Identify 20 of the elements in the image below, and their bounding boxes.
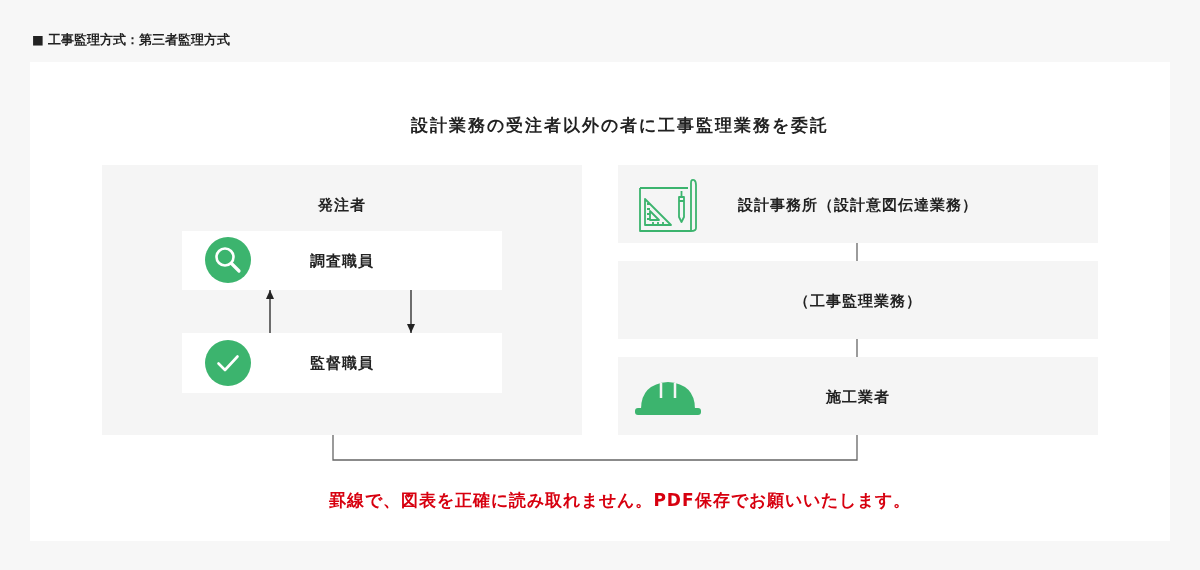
role-label: （工事監理業務） (794, 292, 922, 310)
connector-line (332, 434, 858, 461)
connector-line (856, 242, 858, 262)
group-box (102, 165, 582, 435)
role-box (182, 231, 502, 290)
arrow (407, 289, 415, 334)
role-box (182, 333, 502, 393)
group-heading: 発注者 (318, 196, 366, 214)
arrow (266, 289, 274, 334)
subtitle: 設計業務の受注者以外の者に工事監理業務を委託 (411, 114, 829, 136)
title: ■ 工事監理方式：第三者監理方式 (32, 32, 231, 47)
role-label: 施工業者 (826, 388, 890, 406)
warning-note: 罫線で、図表を正確に読み取れません。PDF保存でお願いいたします。 (329, 489, 911, 511)
connector-line (856, 338, 858, 358)
role-box (618, 261, 1098, 339)
role-box (618, 165, 1098, 243)
role-label: 監督職員 (310, 354, 374, 372)
role-label: 設計事務所（設計意図伝達業務） (738, 196, 978, 214)
role-label: 調査職員 (310, 252, 374, 270)
role-box (618, 357, 1098, 435)
